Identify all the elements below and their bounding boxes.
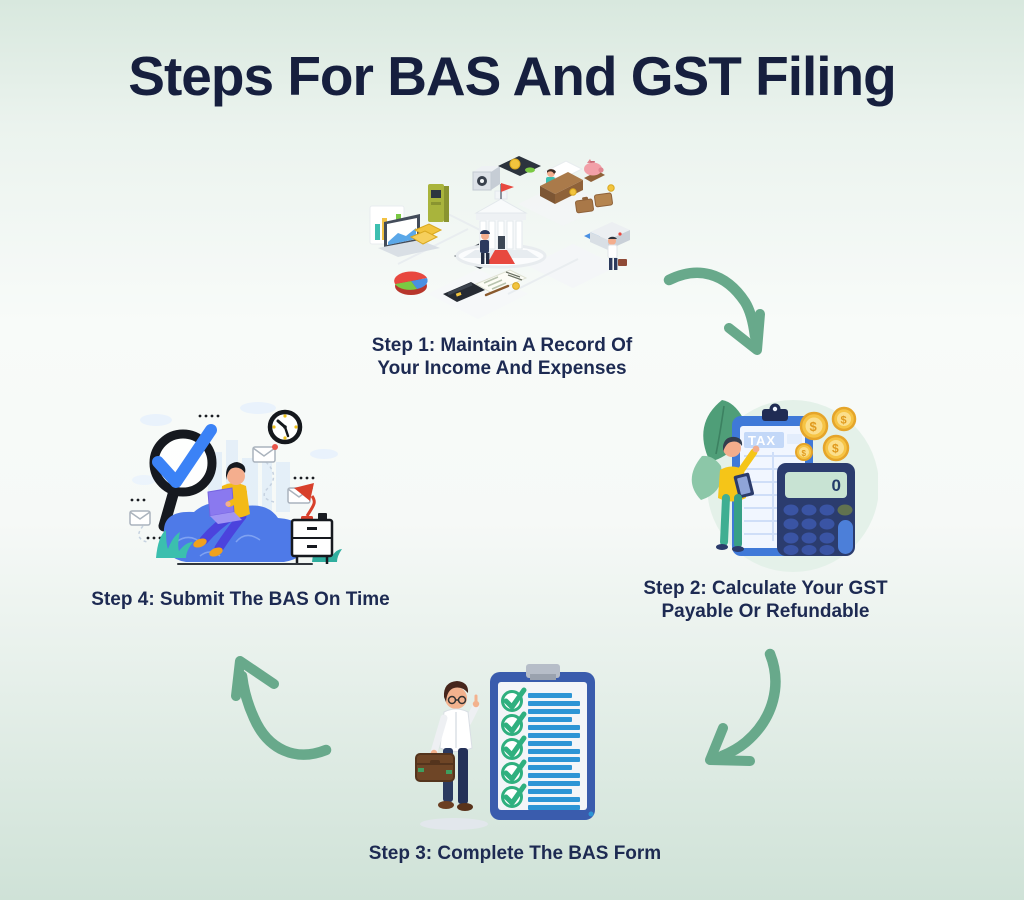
side-table-lamp <box>290 483 334 564</box>
piggy-bank <box>584 159 605 182</box>
curved-arrow-step3-to-step4-icon <box>231 656 332 760</box>
phone-payment <box>498 156 541 176</box>
printer <box>584 222 630 250</box>
envelope-icon <box>129 510 151 526</box>
step1-caption-line1: Step 1: Maintain A Record Of <box>371 335 633 356</box>
cashier-counter <box>540 160 584 204</box>
businessman-figure <box>415 681 480 811</box>
step1-records-illustration <box>369 156 630 319</box>
magnifier-check <box>149 424 217 532</box>
connector-curls <box>138 461 275 543</box>
step1-caption-line2: Your Income And Expenses <box>377 358 627 379</box>
page-title: Steps For BAS And GST Filing <box>128 45 896 107</box>
walking-man <box>607 236 627 270</box>
certificate-pen <box>474 269 528 297</box>
grass-left <box>156 530 193 558</box>
sitting-person-laptop <box>193 462 250 557</box>
bank-building <box>455 183 547 269</box>
step3-caption-line1: Step 3: Complete The BAS Form <box>368 843 662 864</box>
credit-card <box>443 282 485 302</box>
laptop-chart <box>369 205 440 257</box>
coin-dollar: $ <box>810 419 818 434</box>
step3-caption: Step 3: Complete The BAS Form <box>350 842 680 865</box>
coin-dollar: $ <box>802 449 807 458</box>
step4-submit-illustration <box>129 402 342 565</box>
tax-label: TAX <box>748 433 776 448</box>
calculator: 0 <box>777 463 855 556</box>
step2-calculator-illustration: TAX $ $ $ $ <box>691 400 878 572</box>
curved-arrow-step1-to-step2-icon <box>663 267 765 355</box>
step4-caption-line1: Step 4: Submit The BAS On Time <box>91 589 390 610</box>
coin-dollar: $ <box>832 442 839 456</box>
calculator-display: 0 <box>832 476 841 495</box>
checklist-rows <box>501 687 580 810</box>
policeman-figure <box>480 230 490 264</box>
clock-icon <box>267 409 303 445</box>
step2-caption: Step 2: Calculate Your GST Payable Or Re… <box>628 577 903 623</box>
shadow <box>420 818 488 830</box>
coin-dollar: $ <box>841 415 847 427</box>
step3-checklist-illustration <box>415 664 595 830</box>
dollar-coins: $ $ $ $ <box>795 406 857 462</box>
gold-folders <box>409 223 443 245</box>
dot-rows <box>130 414 315 540</box>
safe-box <box>472 166 500 191</box>
step1-caption: Step 1: Maintain A Record Of Your Income… <box>337 334 667 380</box>
atm-kiosk <box>428 184 449 222</box>
pie-chart <box>394 271 428 295</box>
curved-arrow-step2-to-step3-icon <box>705 648 781 766</box>
envelope-icon <box>252 444 278 463</box>
step2-caption-line1: Step 2: Calculate Your GST <box>643 578 888 599</box>
step4-caption: Step 4: Submit The BAS On Time <box>88 588 393 611</box>
person-pointing <box>716 436 760 552</box>
briefcases-coins <box>569 184 615 214</box>
clouds <box>132 402 338 485</box>
step2-caption-line2: Payable Or Refundable <box>661 601 870 622</box>
